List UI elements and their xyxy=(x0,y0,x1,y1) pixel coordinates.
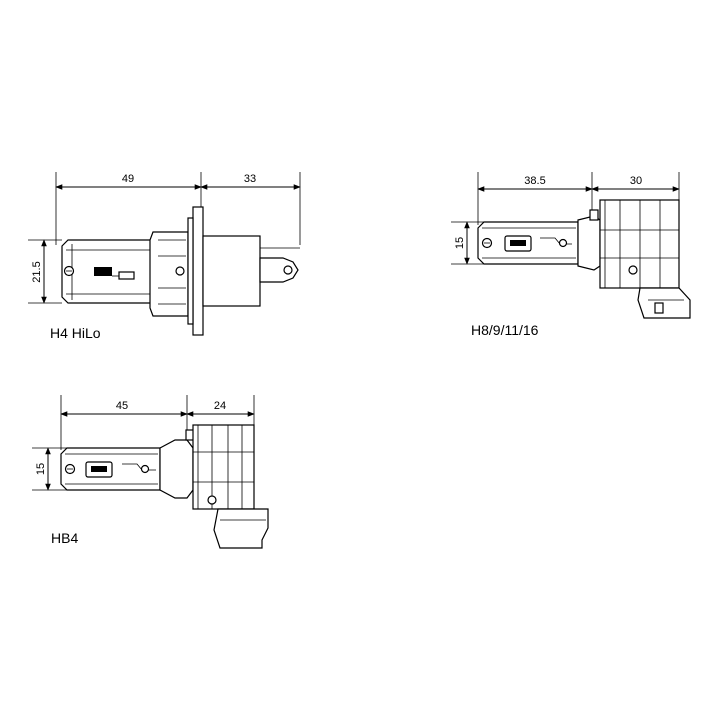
h4-dim-height-label: 21.5 xyxy=(31,261,43,282)
h8-model-label: H8/9/11/16 xyxy=(471,322,539,338)
h8-figure: 38.5 30 15 xyxy=(451,172,691,338)
h4-hilo-figure: 49 33 21.5 xyxy=(28,172,301,341)
hb4-dim-left-label: 45 xyxy=(116,400,128,412)
hb4-dim-right-label: 24 xyxy=(214,400,226,412)
hb4-model-label: HB4 xyxy=(51,530,78,546)
hb4-bulb-outline xyxy=(60,424,269,549)
h4-dim-right-label: 33 xyxy=(244,173,256,185)
h4-dim-left-label: 49 xyxy=(122,173,134,185)
h8-dim-height-label: 15 xyxy=(454,237,466,249)
h8-dim-left-label: 38.5 xyxy=(524,175,545,187)
hb4-dim-height-label: 15 xyxy=(35,463,47,475)
h4-bulb-outline xyxy=(61,206,300,336)
h4-model-label: H4 HiLo xyxy=(50,325,101,341)
h8-dim-right-label: 30 xyxy=(630,175,642,187)
hb4-figure: 45 24 15 xyxy=(32,395,269,549)
h8-bulb-outline xyxy=(477,199,691,319)
